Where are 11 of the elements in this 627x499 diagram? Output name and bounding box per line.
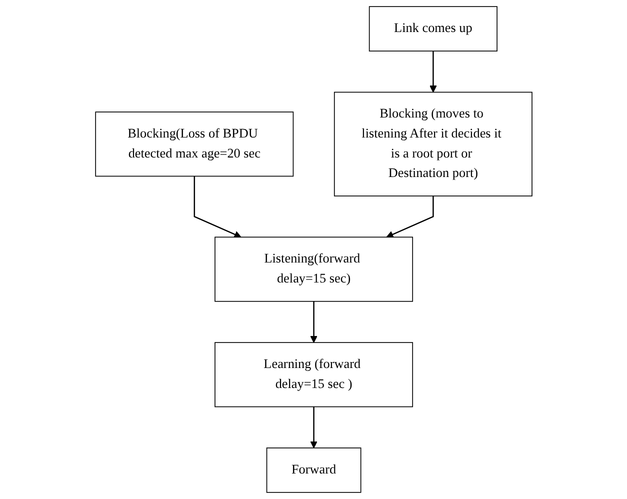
- arrow: [310, 301, 318, 343]
- node-box: Forward: [266, 448, 361, 493]
- node-box: Learning (forward delay=15 sec ): [214, 342, 413, 408]
- node-box: Blocking(Loss of BPDU detected max age=20 sec: [94, 112, 294, 177]
- arrow: [386, 196, 434, 238]
- node-box: Link comes up: [368, 6, 498, 52]
- node-box: Blocking (moves to listening After it decides it is a root port or Destination port): [334, 92, 532, 196]
- arrow: [310, 406, 318, 448]
- arrow: [429, 51, 437, 93]
- node-box: Listening(forward delay=15 sec): [214, 236, 413, 302]
- arrow: [193, 176, 242, 238]
